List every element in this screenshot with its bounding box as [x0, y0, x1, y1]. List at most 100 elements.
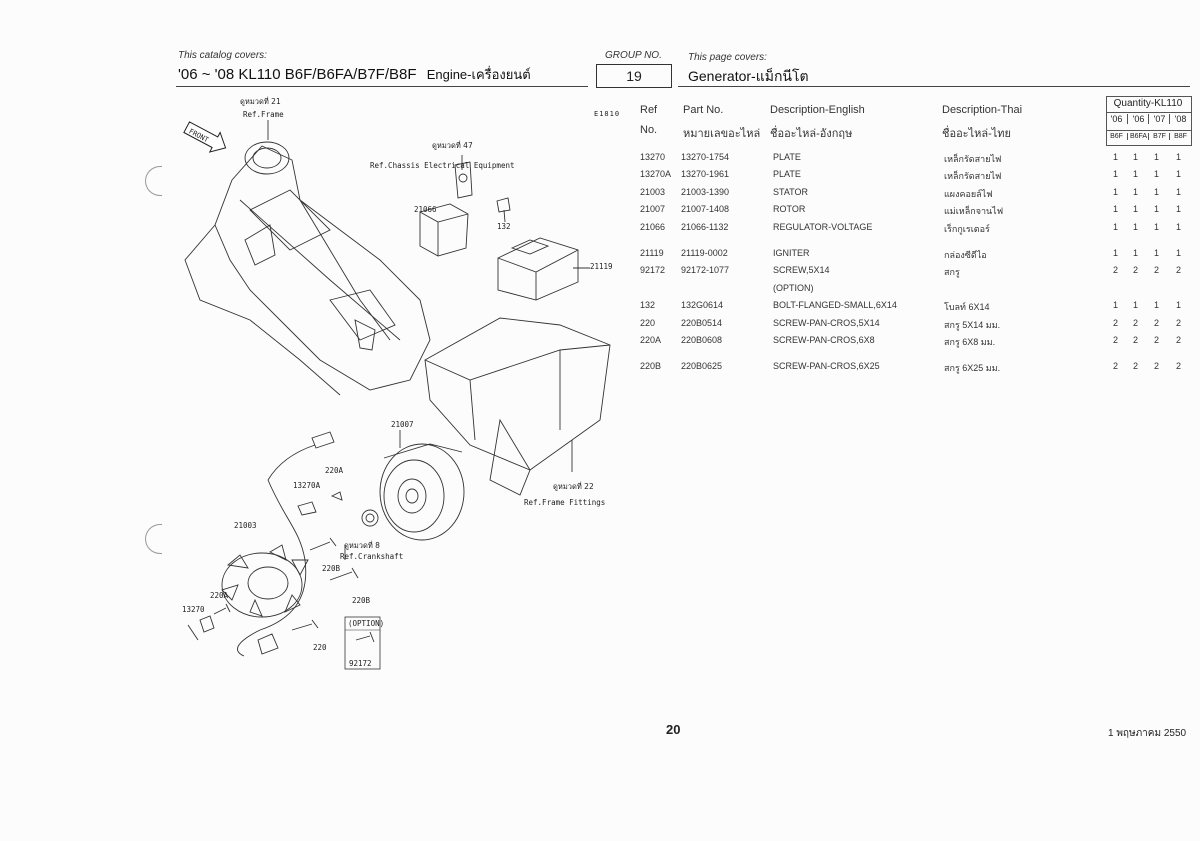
- row-qty-b6fa: 1: [1133, 300, 1139, 310]
- row-desc-english: ROTOR: [773, 204, 806, 214]
- table-row: 21007 21007-1408 ROTOR แม่เหล็กจานไฟ 1 1 1 1: [640, 204, 1190, 220]
- row-qty-b6f: 1: [1113, 222, 1119, 232]
- row-desc-thai: แม่เหล็กจานไฟ: [944, 206, 1004, 216]
- figure-code: E1810: [594, 110, 621, 118]
- row-part-no: 220B0514: [681, 318, 723, 328]
- row-qty-b7f: 2: [1154, 265, 1160, 275]
- row-part-no: 220B0608: [681, 335, 723, 345]
- row-qty-b8f: 2: [1176, 335, 1182, 345]
- col-ref-line2: No.: [640, 124, 658, 136]
- quantity-rule-1: [1106, 112, 1191, 113]
- row-qty-b8f: 2: [1176, 361, 1182, 371]
- label-21066: 21066: [414, 205, 437, 214]
- row-qty-b7f: 1: [1154, 300, 1160, 310]
- col-desc-th-line1: Description-Thai: [942, 104, 1023, 116]
- table-row: (OPTION): [640, 283, 1190, 299]
- row-qty-b6f: 2: [1113, 361, 1119, 371]
- row-qty-b6f: 1: [1113, 152, 1119, 162]
- row-qty-b6f: 1: [1113, 169, 1119, 179]
- row-desc-english: SCREW-PAN-CROS,6X8: [773, 335, 875, 345]
- page-covers-label: This page covers:: [688, 52, 767, 63]
- row-qty-b6fa: 1: [1133, 152, 1139, 162]
- row-qty-b8f: 1: [1176, 169, 1182, 179]
- row-ref: 13270A: [640, 169, 672, 179]
- row-desc-english: (OPTION): [773, 283, 814, 293]
- catalog-covers-label: This catalog covers:: [178, 50, 267, 61]
- page-title: Generator-แม็กนีโต: [688, 68, 809, 84]
- col-partno-line2: หมายเลขอะไหล่: [683, 128, 761, 140]
- row-qty-b8f: 1: [1176, 222, 1182, 232]
- quantity-year-cell: '06: [1127, 114, 1149, 124]
- label-220B-2: 220B: [352, 596, 371, 605]
- row-qty-b7f: 2: [1154, 335, 1160, 345]
- row-qty-b6f: 2: [1113, 265, 1119, 275]
- row-qty-b6fa: 1: [1133, 222, 1139, 232]
- row-desc-thai: กล่องซีดีไอ: [944, 250, 987, 260]
- row-qty-b8f: 1: [1176, 204, 1182, 214]
- quantity-year-cell: '08: [1169, 114, 1191, 124]
- row-part-no: 13270-1961: [681, 169, 730, 179]
- row-desc-english: PLATE: [773, 152, 801, 162]
- row-qty-b7f: 2: [1154, 361, 1160, 371]
- ref8-english: Ref.Crankshaft: [340, 552, 404, 561]
- catalog-model-text: '06 ~ '08 KL110 B6F/B6FA/B7F/B8F: [178, 66, 417, 83]
- row-ref: 21066: [640, 222, 666, 232]
- row-part-no: 21007-1408: [681, 204, 730, 214]
- row-qty-b6f: 1: [1113, 204, 1119, 214]
- row-part-no: 132G0614: [681, 300, 724, 310]
- row-desc-thai: เหล็กรัดสายไฟ: [944, 154, 1002, 164]
- row-ref: 92172: [640, 265, 666, 275]
- row-ref: 220B: [640, 361, 662, 371]
- catalog-section-text: Engine-เครื่องยนต์: [426, 67, 531, 82]
- label-220: 220: [313, 643, 327, 652]
- label-21003: 21003: [234, 521, 257, 530]
- row-part-no: 92172-1077: [681, 265, 730, 275]
- quantity-model-cell: B6F: [1110, 133, 1123, 140]
- row-ref: 220A: [640, 335, 662, 345]
- row-qty-b8f: 1: [1176, 248, 1182, 258]
- row-qty-b6f: 1: [1113, 300, 1119, 310]
- quantity-title: Quantity-KL110: [1113, 98, 1183, 109]
- row-desc-thai: สกรู 5X14 มม.: [944, 320, 1001, 330]
- row-desc-english: BOLT-FLANGED-SMALL,6X14: [773, 300, 897, 310]
- header-rule-right: [678, 86, 1190, 87]
- label-220A-top: 220A: [325, 466, 344, 475]
- label-92172: 92172: [349, 659, 372, 668]
- label-13270A: 13270A: [293, 481, 321, 490]
- row-part-no: 21119-0002: [681, 248, 728, 258]
- catalog-title: '06 ~ '08 KL110 B6F/B6FA/B7F/B8F Engine-…: [178, 64, 531, 85]
- footer-date: 1 พฤษภาคม 2550: [1108, 728, 1187, 739]
- col-desc-en-line2: ชื่ออะไหล่-อังกฤษ: [770, 128, 853, 140]
- row-desc-thai: สกรู: [944, 267, 960, 277]
- exploded-diagram: FRONT: [183, 120, 611, 670]
- row-desc-english: SCREW-PAN-CROS,5X14: [773, 318, 880, 328]
- row-qty-b6fa: 1: [1133, 204, 1139, 214]
- quantity-model-cell: B8F: [1169, 133, 1191, 140]
- ref47-thai: ดูหมวดที่ 47: [432, 141, 473, 150]
- row-ref: 21007: [640, 204, 666, 214]
- row-qty-b7f: 1: [1154, 152, 1160, 162]
- row-part-no: 13270-1754: [681, 152, 730, 162]
- quantity-year-cell: '07: [1148, 114, 1170, 124]
- col-partno-line1: Part No.: [683, 104, 724, 116]
- row-qty-b7f: 1: [1154, 204, 1160, 214]
- ref47-english: Ref.Chassis Electrical Equipment: [370, 161, 515, 170]
- row-qty-b6fa: 1: [1133, 187, 1139, 197]
- row-qty-b6fa: 2: [1133, 361, 1139, 371]
- quantity-rule-2: [1106, 130, 1191, 131]
- label-132: 132: [497, 222, 511, 231]
- label-21007: 21007: [391, 420, 414, 429]
- row-qty-b6f: 2: [1113, 318, 1119, 328]
- row-ref: 220: [640, 318, 656, 328]
- label-220A-left: 220A: [210, 591, 229, 600]
- row-desc-thai: สกรู 6X25 มม.: [944, 363, 1001, 373]
- option-label: (OPTION): [348, 619, 385, 628]
